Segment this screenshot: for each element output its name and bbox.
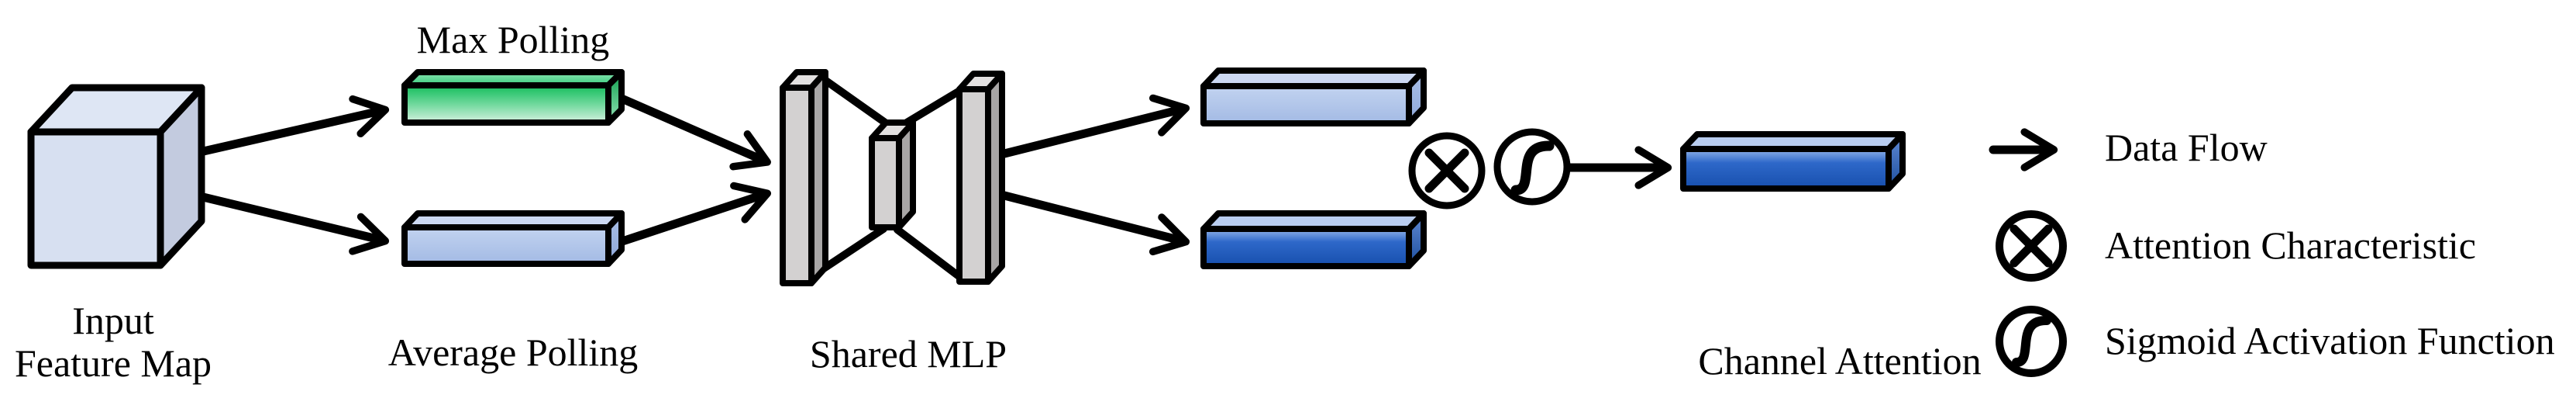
arrow-maxpool-to-mlp — [615, 93, 771, 171]
legend: Data Flow Attention Characteristic Sigmo… — [1989, 126, 2555, 377]
mlp-connector-top-right — [903, 86, 965, 126]
legend-item-attention: Attention Characteristic — [1996, 210, 2476, 282]
mlp-connector-bottom-right — [894, 226, 965, 282]
mlp-layer-output — [956, 71, 1005, 285]
mlp-left-front-face — [780, 85, 814, 286]
mlp-connector-bottom-left — [820, 225, 887, 272]
mlp-right-front-face — [956, 86, 991, 285]
max-pooling-label: Max Polling — [417, 18, 610, 61]
channel-attention-bar — [1680, 131, 1906, 192]
shared-mlp — [780, 69, 1005, 286]
input-feature-map-cube — [27, 84, 205, 269]
mlp-layer-input — [780, 69, 828, 286]
avgpool-front-face — [401, 224, 611, 267]
attention-front-face — [1680, 146, 1892, 192]
arrow-input-to-maxpool — [195, 95, 390, 157]
max-pooling-bar — [401, 69, 625, 126]
legend-item-data-flow: Data Flow — [1989, 126, 2268, 171]
legend-sigmoid-label: Sigmoid Activation Function — [2105, 319, 2555, 362]
data-flow-arrows — [195, 93, 1672, 256]
arrow-avgpool-to-mlp — [615, 182, 772, 247]
arrow-mlp-to-bottom-vector — [1000, 191, 1190, 256]
top-vector-front-face — [1200, 83, 1412, 126]
mlp-connector-top-left — [818, 74, 891, 128]
sigmoid-legend-icon — [1996, 306, 2067, 377]
input-label-line1: Input — [72, 299, 154, 342]
sigmoid-icon — [1493, 128, 1571, 206]
mlp-output-vector-top — [1200, 68, 1427, 126]
cube-front-face — [27, 128, 164, 269]
legend-attention-label: Attention Characteristic — [2105, 223, 2476, 267]
arrow-mlp-to-top-vector — [1000, 94, 1190, 158]
mlp-mid-front-face — [869, 135, 902, 230]
shared-mlp-label: Shared MLP — [810, 332, 1007, 376]
arrow-input-to-avgpool — [195, 192, 390, 255]
mlp-connector-lines — [818, 74, 965, 282]
mlp-output-vector-bottom — [1200, 210, 1427, 269]
attention-multiply-icon — [1996, 210, 2067, 282]
average-pooling-bar — [401, 210, 625, 267]
multiply-icon — [1408, 132, 1486, 209]
legend-item-sigmoid: Sigmoid Activation Function — [1996, 306, 2555, 377]
input-label-line2: Feature Map — [15, 341, 212, 385]
legend-data-flow-label: Data Flow — [2105, 126, 2268, 169]
average-pooling-label: Average Polling — [388, 331, 639, 374]
maxpool-front-face — [401, 82, 611, 126]
bottom-vector-front-face — [1200, 226, 1412, 269]
mlp-layer-hidden — [869, 119, 916, 230]
channel-attention-label: Channel Attention — [1698, 339, 1981, 383]
